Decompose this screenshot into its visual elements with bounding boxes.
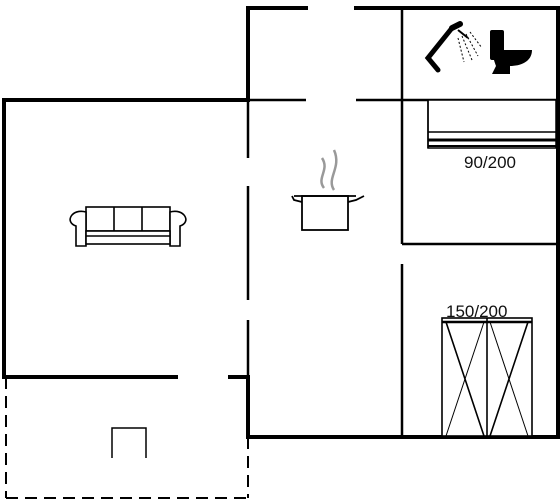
terrace-chair-icon <box>111 427 147 458</box>
shower-icon <box>424 21 483 73</box>
sofa-icon <box>69 206 187 247</box>
terrace-outline <box>5 377 249 499</box>
single-bed-icon <box>427 99 557 149</box>
outer-walls <box>2 6 560 439</box>
toilet-icon <box>490 30 532 74</box>
double-bed-label: 150/200 <box>446 302 507 321</box>
double-bed-icon <box>441 317 533 437</box>
single-bed-label: 90/200 <box>464 153 516 172</box>
cooking-pot-icon <box>291 149 365 231</box>
